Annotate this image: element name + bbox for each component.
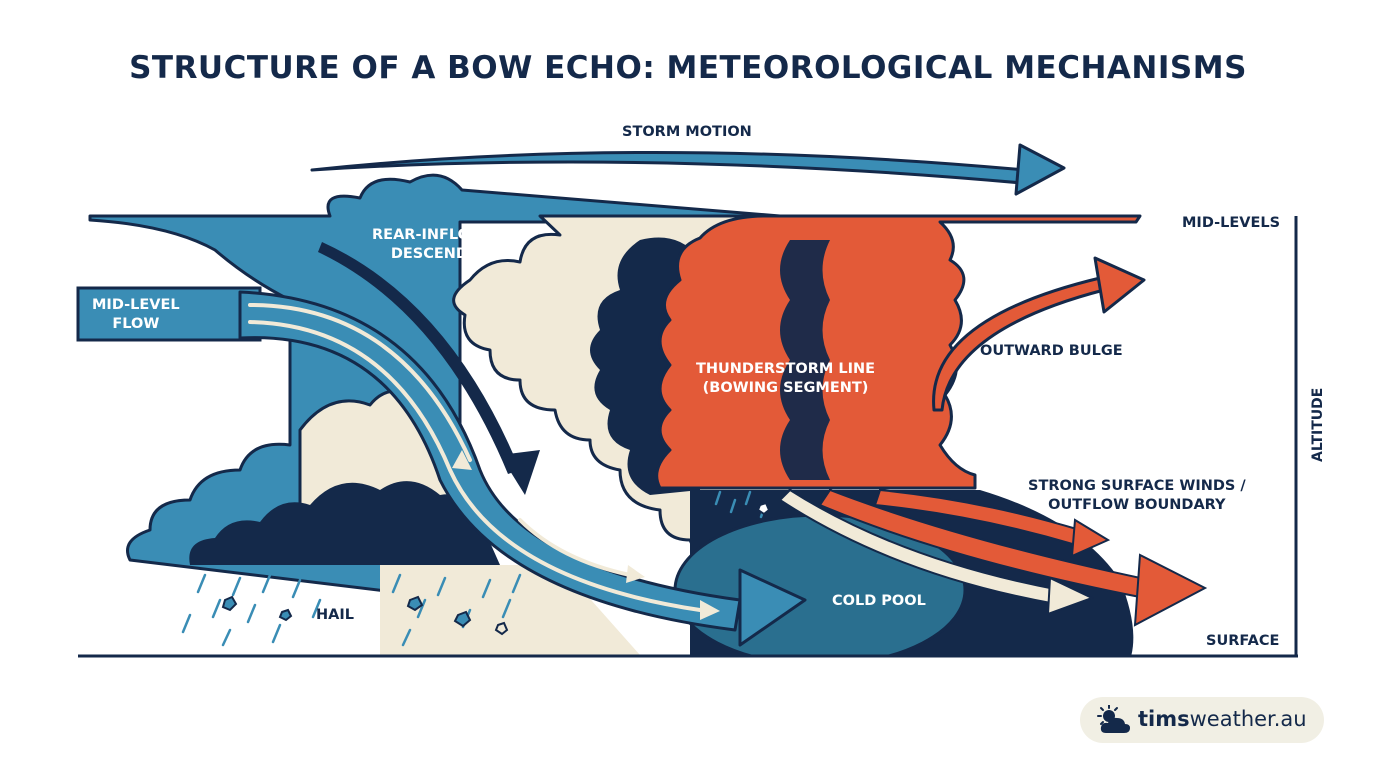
thunderstorm-line-cloud xyxy=(655,214,1142,490)
strong-winds-line2: OUTFLOW BOUNDARY xyxy=(1048,497,1226,513)
mid-level-flow-arrow xyxy=(76,286,262,342)
surface-wind-arrows xyxy=(778,488,1208,627)
brand-badge[interactable]: timsweather.au xyxy=(1080,697,1324,743)
axes xyxy=(78,216,1298,658)
rear-inflow-jet xyxy=(238,290,807,647)
strong-winds-line1: STRONG SURFACE WINDS / xyxy=(1028,478,1246,494)
rain-streaks xyxy=(181,490,767,647)
mid-level-flow-line1: MID-LEVEL xyxy=(92,297,180,313)
storm-motion-arrow xyxy=(310,143,1066,196)
surface-label: SURFACE xyxy=(1206,633,1280,649)
thunderstorm-line-line1: THUNDERSTORM LINE xyxy=(696,361,876,377)
thunderstorm-line-line2: (BOWING SEGMENT) xyxy=(702,380,869,396)
diagram-title: STRUCTURE OF A BOW ECHO: METEOROLOGICAL … xyxy=(129,50,1247,86)
storm-motion-label: STORM MOTION xyxy=(622,124,752,140)
strong-winds-label: STRONG SURFACE WINDS / OUTFLOW BOUNDARY xyxy=(1028,477,1246,515)
sun-cloud-icon xyxy=(1097,705,1130,733)
thunderstorm-line-label: THUNDERSTORM LINE (BOWING SEGMENT) xyxy=(696,360,875,398)
hail-stones xyxy=(221,501,771,636)
rear-inflow-label-line1: REAR-INFLOW JET xyxy=(372,227,517,243)
altitude-label: ALTITUDE xyxy=(1310,388,1326,462)
rain-cloud xyxy=(189,481,501,565)
brand-regular: weather.au xyxy=(1189,707,1307,731)
outward-bulge-label: OUTWARD BULGE xyxy=(980,343,1123,359)
mid-levels-label: MID-LEVELS xyxy=(1182,215,1281,231)
cold-pool-label: COLD POOL xyxy=(832,593,926,609)
outward-bulge-arrow xyxy=(932,256,1146,412)
brand-text: timsweather.au xyxy=(1138,707,1307,731)
descending-jet-arrow xyxy=(318,242,540,495)
rear-inflow-label-line2: DESCENDING xyxy=(390,246,498,262)
brand-bold: tims xyxy=(1138,707,1190,731)
mid-level-flow-line2: FLOW xyxy=(112,316,160,332)
hail-label: HAIL xyxy=(316,607,354,623)
rear-inflow-label: REAR-INFLOW JET DESCENDING xyxy=(372,226,516,264)
mid-level-flow-label: MID-LEVEL FLOW xyxy=(92,296,180,334)
